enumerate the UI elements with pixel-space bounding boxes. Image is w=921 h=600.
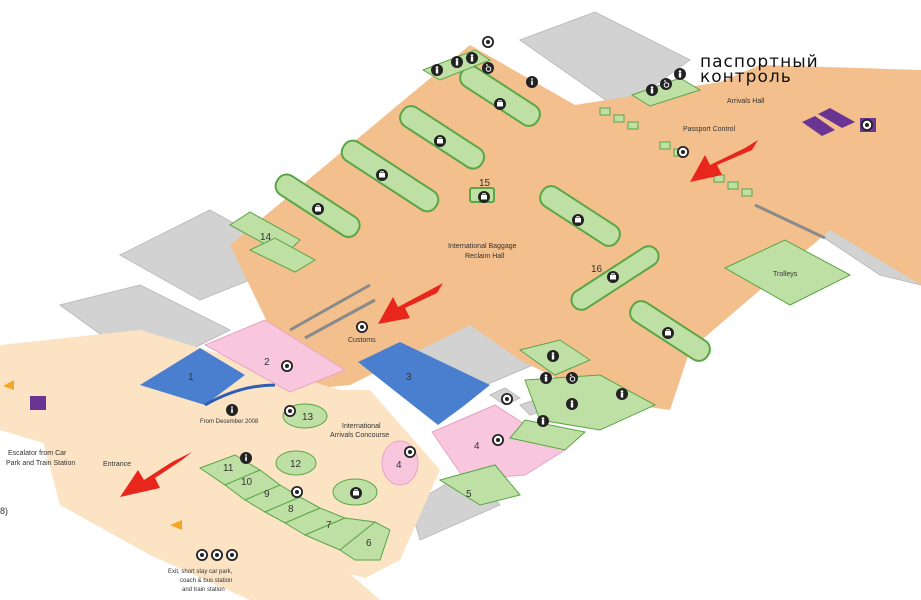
edge-marker-icon [3,380,14,390]
baggage-icon [349,486,363,500]
concourse-label-2: Arrivals Concourse [330,432,389,439]
passport-icon [677,146,689,158]
customs-icon [356,321,368,333]
baby-change-icon [540,372,552,384]
passport-control-label: Passport Control [683,126,736,133]
zone-number-9: 9 [264,489,270,500]
parking-icon [196,549,208,561]
info-icon [240,452,252,464]
baggage-icon [571,213,585,227]
zone-number-5: 5 [466,489,472,500]
baggage-icon [493,97,507,111]
area-labels: Arrivals Hall Passport Control Internati… [0,98,798,593]
trolleys-area [723,239,852,306]
toilet-icon [646,84,658,96]
zone-number-11: 11 [223,463,234,474]
toilet-icon [547,350,559,362]
taxi-icon [211,549,223,561]
toilet-icon [537,415,549,427]
toilet-icon [674,68,686,80]
escalator-label-1: Escalator from Car [8,450,67,457]
passport-control-ru-line-1: паспортный [700,52,819,72]
trolleys-label: Trolleys [773,271,798,278]
zone-number-15: 15 [479,178,491,189]
edge-marker-icon [170,520,182,530]
atm-icon [226,549,238,561]
zone-number-13: 13 [302,412,314,423]
escalator-label-2: Park and Train Station [6,460,75,467]
zone-number-6: 6 [366,538,372,549]
arrow-to-exit [120,452,192,497]
arrow-to-customs [378,283,443,324]
accessible-icon [659,77,673,91]
baggage-icon [433,134,447,148]
zone-2-area [203,319,347,393]
zone-number-16: 16 [591,264,603,275]
zone-1-area [140,348,245,405]
shop-icon [281,360,293,372]
concourse-label-1: International [342,423,381,430]
shop-units [198,211,391,561]
edge-text: 8) [0,506,8,516]
zone-number-10: 10 [241,477,253,488]
toilet-icon [566,398,578,410]
info-icon [526,76,538,88]
zone-number-3: 3 [406,372,412,383]
entrance-label: Entrance [103,461,131,468]
passport-control-ru-line-2: контроль [700,67,792,87]
baggage-icon [661,326,675,340]
from-december-label: From December 2008 [200,419,259,425]
zone-number-4b: 4 [396,460,402,471]
phone-icon [291,486,303,498]
shop-icon [284,405,296,417]
toilet-icon [431,64,443,76]
shop-icon [492,434,504,446]
baggage-icon [375,168,389,182]
info-icon [226,404,238,416]
accessible-icon [565,371,579,385]
baggage-icon [311,202,325,216]
zone-number-14: 14 [260,232,272,243]
walls [289,203,826,340]
baggage-icon [606,270,620,284]
baggage-icon [477,190,491,204]
lift-icon [501,393,513,405]
shop-icon [404,446,416,458]
passport-control-annotation: паспортный контроль [700,52,819,87]
baggage-reclaim-label-1: International Baggage [448,243,517,250]
exit-label-3: and train station [182,587,225,593]
zone-number-4: 4 [474,441,480,452]
phone-icon [861,119,873,131]
lift-icon [482,36,494,48]
toilet-icon [451,56,463,68]
zone-numbers: 1 2 3 4 4 5 6 7 8 9 10 11 12 13 14 15 16 [188,178,603,549]
exit-label-1: Exit, short stay car park, [168,569,233,575]
purple-desks [30,108,876,410]
customs-label: Customs [348,337,376,344]
walkway-bottom [40,430,380,600]
accessible-icon [481,61,495,75]
zone-number-7: 7 [326,520,332,531]
baby-change-icon [466,52,478,64]
zone-number-1: 1 [188,372,194,383]
zone-number-8: 8 [288,504,294,515]
toilet-icon [616,388,628,400]
zone-number-12: 12 [290,459,302,470]
zone-1-edge [204,383,276,407]
baggage-reclaim-label-2: Reclaim Hall [465,253,505,260]
arrivals-hall-label: Arrivals Hall [727,98,765,105]
zone-number-2: 2 [264,357,270,368]
belt-c [340,139,440,213]
zone-3-area [358,342,490,425]
exit-label-2: coach & bus station [180,578,232,584]
arrow-to-passport-control [690,140,758,182]
